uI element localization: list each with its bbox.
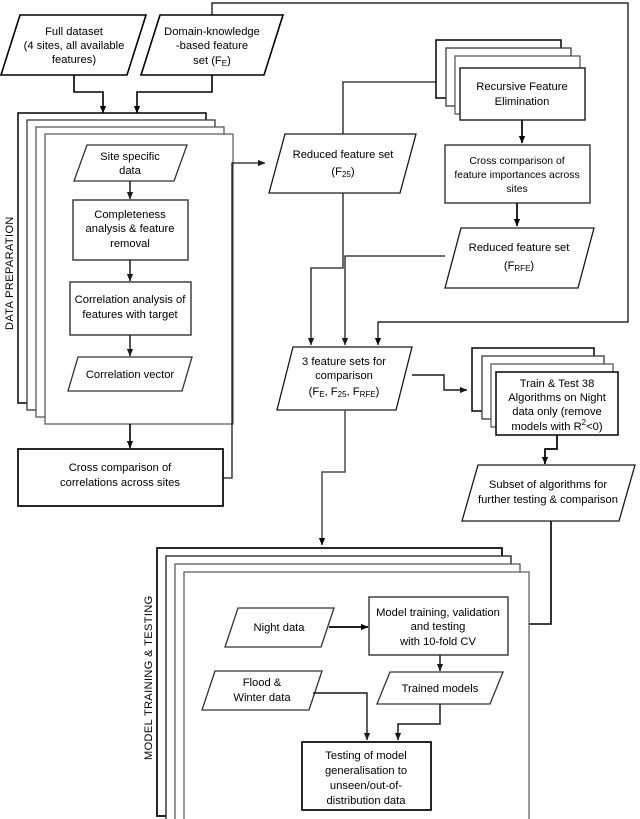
node-subset-of-algorithms: Subset of algorithms for further testing… (461, 464, 636, 522)
node-recursive-feature-elimination: Recursive Feature Elimination (435, 39, 586, 121)
node-trained-models: Trained models (376, 671, 504, 705)
cross-corr-line-1: Cross comparison of (69, 462, 172, 474)
testing-gen-line-3: unseen/out-of- (330, 780, 402, 792)
node-full-dataset: Full dataset (4 sites, all available fea… (0, 14, 148, 76)
edge-domain-to-stack (133, 75, 213, 114)
night-data-label: Night data (254, 622, 306, 634)
model-training-label: MODEL TRAINING & TESTING (143, 595, 155, 760)
node-flood-winter-data: Flood & Winter data (201, 670, 323, 711)
node-site-specific-data: Site specific data (73, 144, 188, 182)
completeness-line-1: Completeness (94, 209, 166, 221)
full-dataset-line-3: features) (52, 54, 96, 66)
site-specific-line-1: Site specific (100, 151, 160, 163)
correlation-vector-label: Correlation vector (86, 369, 175, 381)
edge-f25-to-three-feature-sets (307, 193, 344, 346)
edge-flood-winter-to-testing (313, 692, 371, 741)
frfe-line-2: (FRFE) (504, 260, 535, 273)
model-training-line-2: and testing (411, 621, 466, 633)
edge-domain-to-three-feature-sets (211, 2, 629, 346)
three-sets-formula: (FE, F25, FRFE) (309, 386, 380, 399)
flood-winter-line-1: Flood & (243, 677, 282, 689)
node-correlation-vector: Correlation vector (67, 356, 193, 392)
correlation-analysis-line-1: Correlation analysis of (75, 294, 187, 306)
node-cross-comparison-correlations: Cross comparison of correlations across … (17, 448, 224, 507)
domain-feature-line-1: Domain-knowledge (164, 26, 260, 38)
edge-f25-to-rfe (342, 78, 448, 134)
trained-models-label: Trained models (402, 683, 479, 695)
node-night-data: Night data (224, 607, 335, 648)
edge-train-test-to-subset (541, 435, 558, 465)
flood-winter-line-2: Winter data (233, 692, 291, 704)
correlation-analysis-line-2: features with target (82, 309, 178, 321)
rfe-line-2: Elimination (495, 96, 550, 108)
node-model-training: Model training, validation and testing w… (368, 596, 509, 656)
train-test-line-3: data only (remove (512, 406, 602, 418)
full-dataset-line-2: (4 sites, all available (24, 40, 125, 52)
node-reduced-feature-set-25: Reduced feature set (F25) (268, 133, 417, 194)
testing-gen-line-2: generalisation to (325, 765, 407, 777)
model-training-line-1: Model training, validation (376, 607, 500, 619)
node-train-test-38: Train & Test 38 Algorithms on Night data… (471, 347, 619, 436)
edge-three-sets-to-model-stack (318, 410, 346, 546)
edge-three-sets-to-train-test (412, 374, 468, 394)
frfe-line-1: Reduced feature set (469, 242, 571, 254)
train-test-line-4: models with R2<0) (511, 418, 602, 433)
three-sets-line-2: comparison (315, 370, 373, 382)
testing-gen-line-1: Testing of model (325, 750, 406, 762)
node-cross-comparison-importances: Cross comparison of feature importances … (444, 144, 591, 204)
three-sets-line-1: 3 feature sets for (302, 356, 386, 368)
train-test-line-1: Train & Test 38 (520, 378, 595, 390)
subset-line-1: Subset of algorithms for (489, 479, 607, 491)
f25-line-2: (F25) (331, 166, 354, 179)
cross-imp-line-1: Cross comparison of (469, 156, 564, 167)
model-training-line-3: with 10-fold CV (399, 636, 476, 648)
stage-label-model-training-testing: MODEL TRAINING & TESTING (143, 595, 155, 760)
edge-cross-correlations-to-f25 (223, 159, 266, 479)
cross-imp-line-3: sites (506, 184, 527, 195)
f25-line-1: Reduced feature set (293, 149, 395, 161)
node-correlation-analysis: Correlation analysis of features with ta… (69, 281, 192, 336)
cross-imp-line-2: feature importances across (454, 170, 579, 181)
completeness-line-3: removal (110, 238, 150, 250)
node-reduced-feature-set-rfe: Reduced feature set (FRFE) (444, 227, 595, 289)
edge-full-dataset-to-stack (73, 75, 107, 114)
testing-gen-line-4: distribution data (327, 795, 407, 807)
edge-trained-models-to-testing (394, 704, 441, 741)
domain-feature-line-2: -based feature (176, 40, 248, 52)
completeness-line-2: analysis & feature (86, 223, 175, 235)
train-test-line-2: Algorithms on Night (508, 392, 607, 404)
stage-label-data-preparation: DATA PREPARATION (4, 216, 16, 330)
full-dataset-line-1: Full dataset (45, 26, 104, 38)
domain-feature-line-3: set (FE) (193, 55, 231, 68)
cross-corr-line-2: correlations across sites (60, 477, 180, 489)
site-specific-line-2: data (119, 165, 142, 177)
node-domain-feature-set: Domain-knowledge -based feature set (FE) (139, 14, 285, 76)
edge-frfe-to-three-feature-sets (341, 255, 445, 346)
subset-line-2: further testing & comparison (478, 494, 618, 506)
rfe-line-1: Recursive Feature (476, 81, 567, 93)
data-preparation-label: DATA PREPARATION (4, 216, 16, 330)
node-three-feature-sets: 3 feature sets for comparison (FE, F25, … (276, 346, 413, 411)
node-testing-generalisation: Testing of model generalisation to unsee… (301, 741, 432, 811)
node-completeness-analysis: Completeness analysis & feature removal (72, 199, 189, 261)
